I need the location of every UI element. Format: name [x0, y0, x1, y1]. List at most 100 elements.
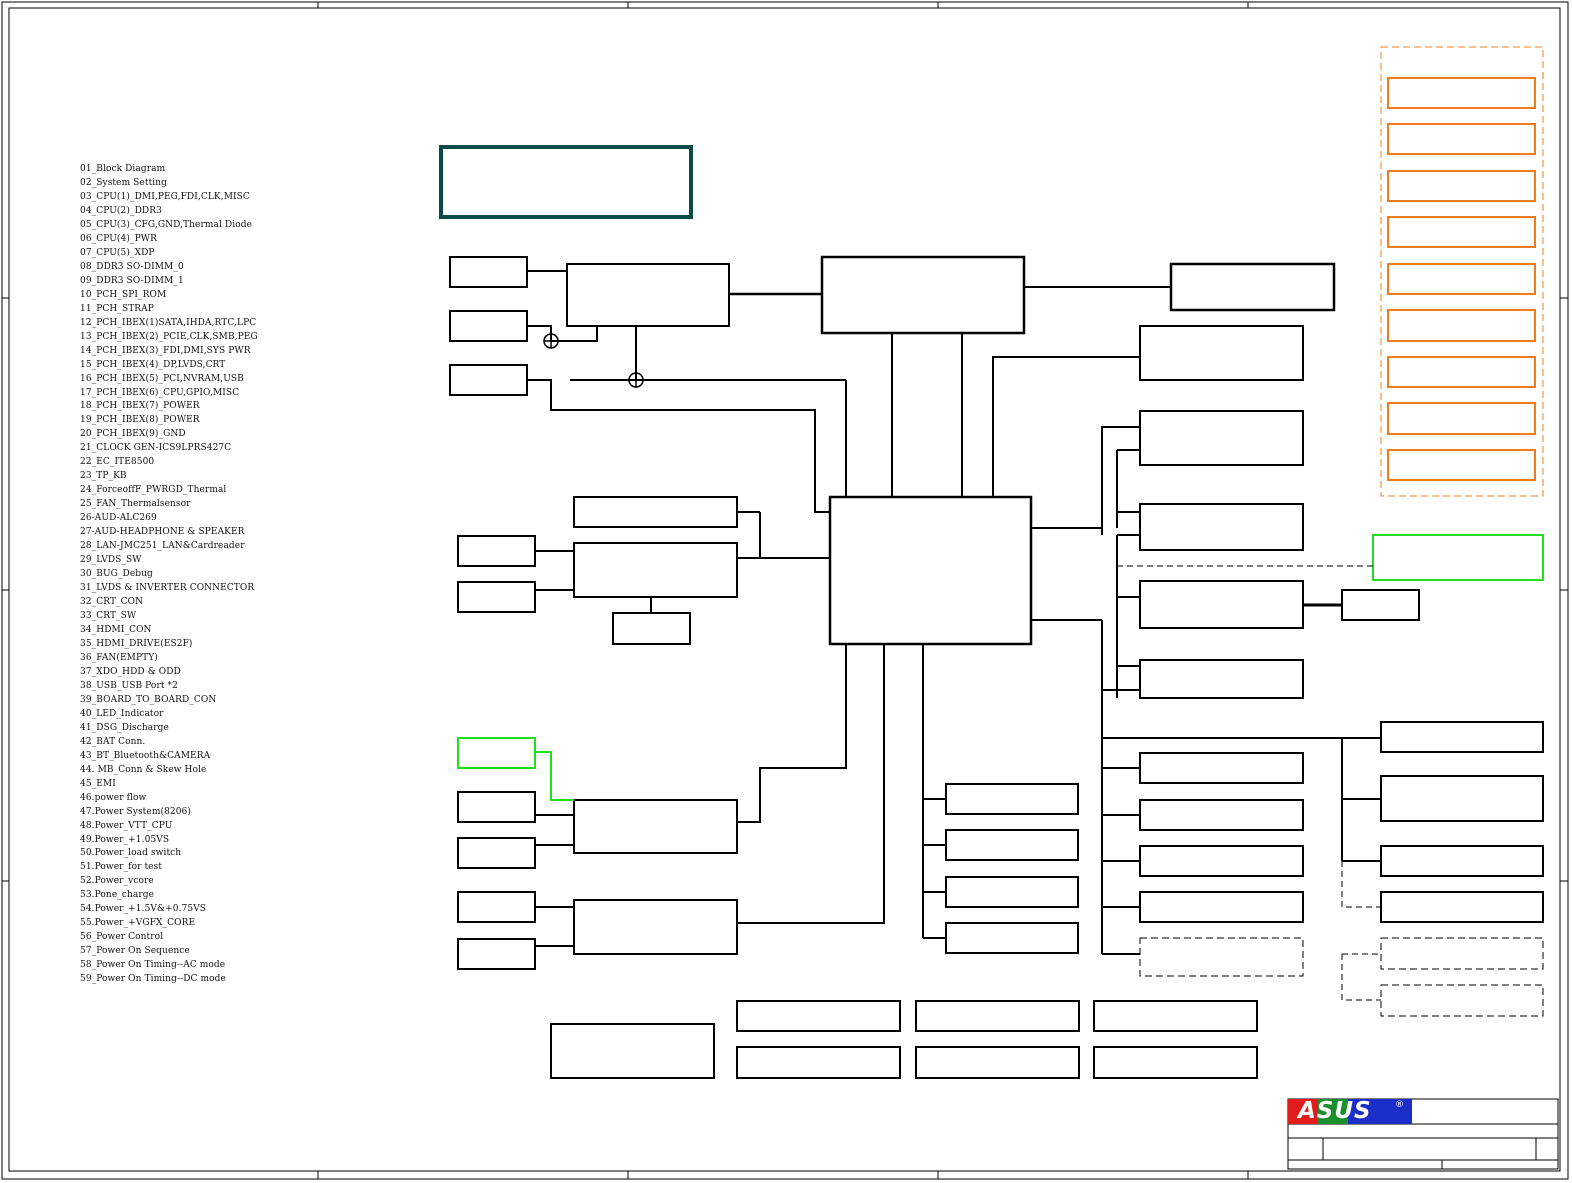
sheet-index-item: 42_BAT Conn.: [80, 736, 146, 747]
power-rail-5: [1387, 263, 1536, 295]
diagram-title-box: [439, 145, 693, 219]
sheet-index-item: 37_XDO_HDD & ODD: [80, 666, 181, 677]
sheet-index-item: 26-AUD-ALC269: [80, 513, 157, 524]
optional-block-3: [1380, 984, 1544, 1017]
left-block-top: [573, 496, 738, 528]
sheet-index-item: 29_LVDS_SW: [80, 555, 142, 566]
sheet-index-item: 16_PCH_IBEX(5)_PCI,NVRAM,USB: [80, 373, 244, 384]
sheet-index-item: 46.power flow: [80, 792, 147, 803]
clock-input-block-1: [449, 256, 528, 288]
bottom-block-5: [915, 1046, 1080, 1079]
memory-block-top: [1169, 262, 1336, 312]
green-wire: [535, 751, 574, 801]
sheet-index-item: 33_CRT_SW: [80, 611, 137, 621]
clock-input-block-2: [449, 310, 528, 342]
sheet-index-item: 48.Power_VTT_CPU: [80, 820, 173, 831]
sheet-index-item: 51.Power_for test: [80, 862, 163, 873]
usb-block-1: [1139, 752, 1304, 784]
sheet-index-item: 17_PCH_IBEX(6)_CPU,GPIO,MISC: [80, 387, 240, 398]
usb-block-3: [1139, 845, 1304, 877]
sheet-index-item: 20_PCH_IBEX(9)_GND: [80, 429, 186, 440]
optional-block-1: [1139, 937, 1304, 977]
left-small-5: [457, 837, 536, 869]
sheet-index-item: 14_PCH_IBEX(3)_FDI,DMI,SYS PWR: [80, 345, 251, 356]
sheet-index-item: 45_EMI: [80, 778, 116, 789]
left-small-7: [457, 938, 536, 970]
right-block-3: [1139, 503, 1304, 551]
sheet-index-item: 50.Power_load switch: [80, 848, 182, 859]
audio-block: [573, 899, 738, 955]
sheet-index-item: 54.Power_+1.5V&+0.75VS: [80, 904, 207, 915]
sheet-index-item: 58_Power On Timing--AC mode: [80, 960, 226, 971]
power-rail-4: [1387, 216, 1536, 248]
sheet-index-item: 15_PCH_IBEX(4)_DP,LVDS,CRT: [80, 359, 226, 370]
left-small-6: [457, 891, 536, 923]
far-right-block-1: [1380, 721, 1544, 753]
sheet-index-item: 43_BT_Bluetooth&CAMERA: [80, 750, 211, 761]
right-block-1: [1139, 325, 1304, 381]
left-small-4: [457, 791, 536, 823]
optional-blocks: [1139, 937, 1544, 1017]
right-block-2: [1139, 410, 1304, 466]
mid-block-4: [945, 922, 1079, 954]
sheet-index-item: 28_LAN-JMC251_LAN&Cardreader: [80, 541, 245, 552]
right-block-5: [1139, 659, 1304, 699]
left-sub-block: [612, 612, 691, 645]
sheet-index-item: 41_DSG_Discharge: [80, 722, 169, 733]
dashed-wires: [1117, 565, 1381, 1001]
optional-block-2: [1380, 937, 1544, 970]
power-block: [550, 1023, 715, 1079]
cpu-block: [820, 255, 1026, 335]
sheet-index-item: 25_FAN_Thermalsensor: [80, 499, 191, 510]
sheet-index-item: 35_HDMI_DRIVE(ES2F): [80, 638, 193, 649]
sheet-index-item: 39_BOARD_TO_BOARD_CON: [80, 694, 217, 705]
power-rail-2: [1387, 123, 1536, 155]
registered-mark: ®: [1395, 1100, 1404, 1110]
sheet-index-item: 34_HDMI_CON: [80, 624, 152, 635]
sheet-index-item: 02_System Setting: [80, 177, 168, 188]
left-small-1: [457, 535, 536, 567]
far-right-block-3: [1380, 845, 1544, 877]
bottom-block-6: [1093, 1046, 1258, 1079]
far-right-block-4: [1380, 891, 1544, 923]
sheet-index-item: 55.Power_+VGFX_CORE: [80, 918, 196, 929]
ec-block: [573, 799, 738, 854]
green-block-left: [457, 737, 536, 769]
sheet-index-item: 05_CPU(3)_CFG,GND,Thermal Diode: [80, 219, 253, 230]
right-small-block: [1341, 589, 1420, 621]
sheet-index-item: 08_DDR3 SO-DIMM_0: [80, 261, 184, 272]
sheet-index-item: 47.Power System(8206): [80, 806, 191, 817]
power-rail-9: [1387, 449, 1536, 481]
sheet-index-item: 38_USB_USB Port *2: [80, 680, 178, 691]
sheet-index-item: 11_PCH_STRAP: [80, 303, 154, 314]
sheet-index-item: 27-AUD-HEADPHONE & SPEAKER: [80, 527, 245, 538]
orange-power-group: [1380, 46, 1544, 497]
sheet-index-item: 40_LED_Indicator: [80, 708, 164, 719]
sheet-index-item: 30_BUG_Debug: [80, 569, 153, 580]
clock-input-block-3: [449, 364, 528, 396]
sheet-index-item: 21_CLOCK GEN-ICS9LPRS427C: [80, 443, 232, 454]
left-block-mid: [573, 542, 738, 598]
power-rail-6: [1387, 309, 1536, 342]
power-rail-7: [1387, 356, 1536, 388]
clock-generator-block: [566, 263, 730, 327]
sheet-index-item: 31_LVDS & INVERTER CONNECTOR: [80, 583, 255, 594]
left-small-2: [457, 581, 536, 613]
sheet-index-item: 19_PCH_IBEX(8)_POWER: [80, 415, 200, 426]
bottom-block-2: [915, 1000, 1080, 1032]
sheet-index-item: 59_Power On Timing--DC mode: [80, 974, 226, 985]
mid-block-1: [945, 783, 1079, 815]
usb-block-4: [1139, 891, 1304, 923]
sheet-index-item: 13_PCH_IBEX(2)_PCIE,CLK,SMB,PEG: [80, 331, 258, 342]
bottom-block-1: [736, 1000, 901, 1032]
right-block-4: [1139, 580, 1304, 629]
connection-lines: [527, 270, 1381, 955]
sheet-index-item: 52.Power_vcore: [80, 876, 154, 887]
sheet-index-item: 56_Power Control: [80, 932, 164, 943]
sheet-index-item: 22_EC_ITE8500: [80, 457, 155, 468]
sheet-index-item: 23_TP_KB: [80, 471, 127, 482]
bottom-block-4: [736, 1046, 901, 1079]
far-right-block-2: [1380, 775, 1544, 822]
